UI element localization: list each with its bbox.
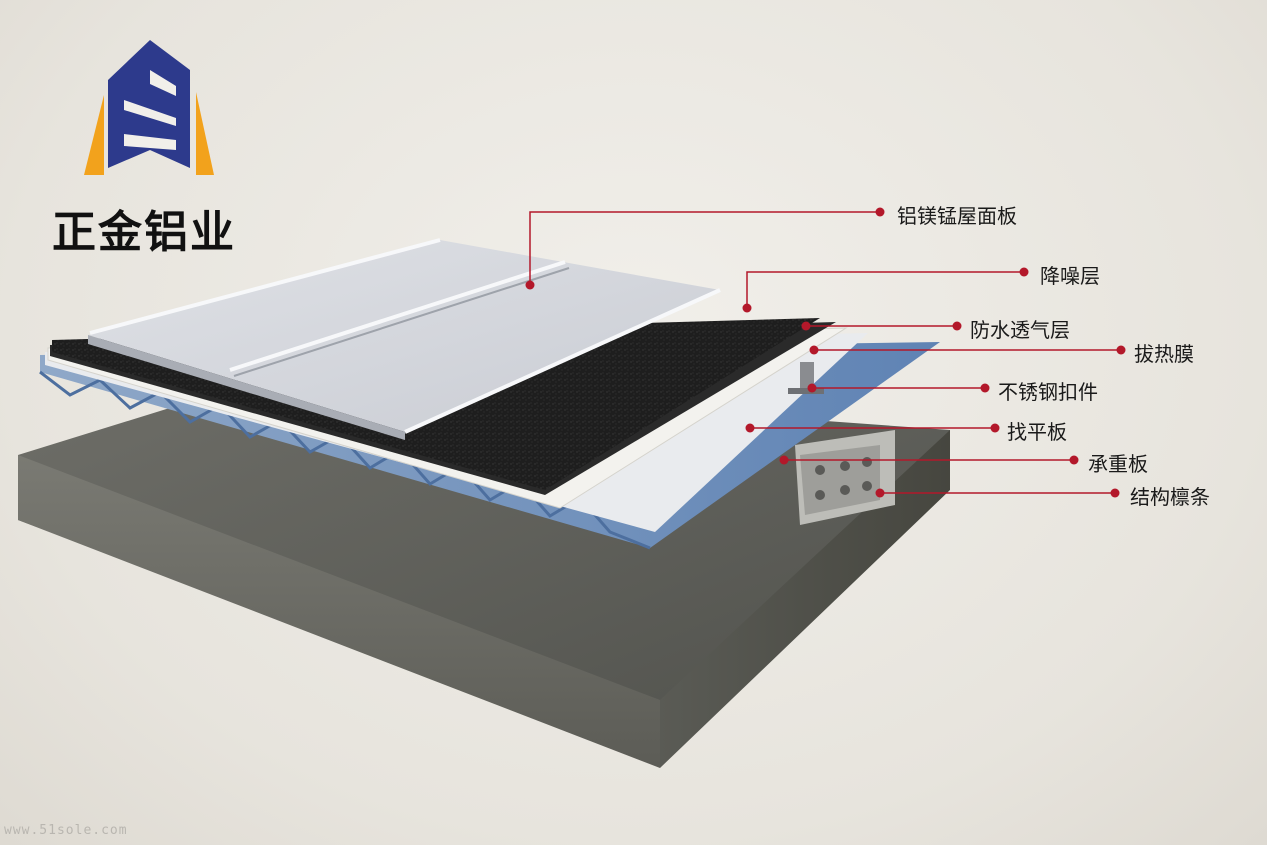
label-roof-panel: 铝镁锰屋面板 xyxy=(897,204,1017,228)
label-load-bearing-board: 承重板 xyxy=(1088,452,1148,476)
label-noise-layer: 降噪层 xyxy=(1040,264,1100,288)
callout-dot-waterproof xyxy=(801,321,811,331)
roof-panel-shape xyxy=(88,238,721,440)
callout-dot-load-bearing xyxy=(779,455,789,465)
callout-dot-leveling xyxy=(745,423,755,433)
callout-line-roof-panel xyxy=(529,211,878,285)
label-heat-film: 拔热膜 xyxy=(1134,342,1194,366)
callout-dot-heat-film xyxy=(809,345,819,355)
label-waterproof-membrane: 防水透气层 xyxy=(970,318,1070,342)
label-structural-purlin: 结构檩条 xyxy=(1130,485,1210,509)
callout-dot-roof-panel xyxy=(525,280,535,290)
callout-dot-leveling-end xyxy=(990,423,1000,433)
callout-dot-purlin-end xyxy=(1110,488,1120,498)
callout-dot-purlin xyxy=(875,488,885,498)
callout-dot-load-bearing-end xyxy=(1069,455,1079,465)
callout-dot-noise-layer xyxy=(742,303,752,313)
building-e-logo-icon xyxy=(84,40,214,175)
callout-dot-waterproof-end xyxy=(952,321,962,331)
callout-lines xyxy=(525,207,1126,498)
label-stainless-clip: 不锈钢扣件 xyxy=(998,380,1098,404)
callout-dot-heat-film-end xyxy=(1116,345,1126,355)
watermark-text: www.51sole.com xyxy=(4,823,128,838)
callout-dot-noise-layer-end xyxy=(1019,267,1029,277)
brand-name: 正金铝业 xyxy=(52,207,236,258)
callout-dot-roof-panel-end xyxy=(875,207,885,217)
callout-dot-clip xyxy=(807,383,817,393)
purlin-bracket xyxy=(795,430,895,525)
callout-line-noise-layer xyxy=(746,271,1022,308)
label-leveling-board: 找平板 xyxy=(1007,420,1067,444)
callout-dot-clip-end xyxy=(980,383,990,393)
